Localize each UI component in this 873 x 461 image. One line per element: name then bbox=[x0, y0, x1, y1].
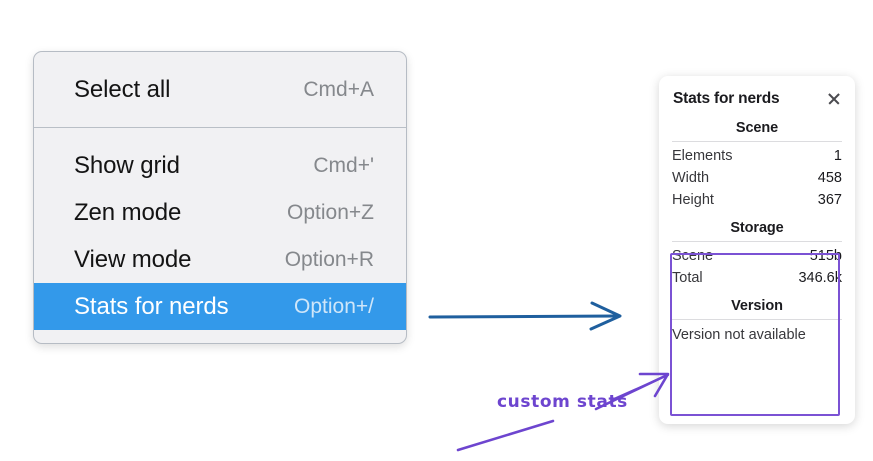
section-title-storage: Storage bbox=[730, 220, 784, 236]
stat-value: 458 bbox=[817, 170, 842, 186]
stat-value: 367 bbox=[817, 192, 842, 208]
menu-item-show-grid[interactable]: Show grid Cmd+' bbox=[34, 142, 406, 189]
menu-item-shortcut: Option+R bbox=[284, 247, 374, 271]
menu-item-shortcut: Option+Z bbox=[287, 200, 374, 224]
blue-arrow bbox=[428, 301, 622, 331]
menu-item-label: Stats for nerds bbox=[74, 292, 229, 320]
section-title-version: Version bbox=[731, 298, 783, 314]
stat-row-width: Width 458 bbox=[672, 167, 842, 189]
stats-for-nerds-panel: Stats for nerds Scene Elements 1 Width 4… bbox=[659, 76, 855, 424]
stat-key: Scene bbox=[672, 248, 714, 264]
section-title-scene: Scene bbox=[735, 120, 779, 136]
stat-value: 346.6k bbox=[798, 270, 842, 286]
annotation-label: custom stats bbox=[497, 392, 628, 412]
menu-item-select-all[interactable]: Select all Cmd+A bbox=[34, 66, 406, 113]
menu-item-label: Select all bbox=[74, 75, 171, 103]
menu-item-view-mode[interactable]: View mode Option+R bbox=[34, 236, 406, 283]
stat-row-height: Height 367 bbox=[672, 189, 842, 211]
menu-item-label: Zen mode bbox=[74, 198, 182, 226]
section-divider bbox=[672, 319, 842, 320]
stat-key: Height bbox=[672, 192, 714, 208]
stat-key: Width bbox=[672, 170, 710, 186]
stat-value: 1 bbox=[833, 148, 842, 164]
section-divider bbox=[672, 141, 842, 142]
purple-underline-stroke bbox=[456, 419, 555, 452]
menu-group-view: Show grid Cmd+' Zen mode Option+Z View m… bbox=[34, 128, 406, 343]
close-icon[interactable] bbox=[826, 91, 842, 107]
context-menu: Select all Cmd+A Show grid Cmd+' Zen mod… bbox=[33, 51, 407, 344]
stat-row-elements: Elements 1 bbox=[672, 145, 842, 167]
menu-item-shortcut: Option+/ bbox=[294, 294, 374, 318]
version-value: Version not available bbox=[672, 327, 806, 343]
menu-item-shortcut: Cmd+A bbox=[303, 77, 374, 101]
menu-item-stats-for-nerds[interactable]: Stats for nerds Option+/ bbox=[34, 283, 406, 330]
stat-key: Elements bbox=[672, 148, 733, 164]
menu-group-primary: Select all Cmd+A bbox=[34, 52, 406, 128]
stat-key: Total bbox=[672, 270, 703, 286]
menu-item-label: View mode bbox=[74, 245, 192, 273]
menu-item-zen-mode[interactable]: Zen mode Option+Z bbox=[34, 189, 406, 236]
menu-item-shortcut: Cmd+' bbox=[313, 153, 374, 177]
stats-panel-body: Scene Elements 1 Width 458 Height 367 St… bbox=[659, 116, 855, 346]
section-divider bbox=[672, 241, 842, 242]
stats-panel-header: Stats for nerds bbox=[659, 76, 855, 116]
stat-row-storage-scene: Scene 515b bbox=[672, 245, 842, 267]
stats-panel-title: Stats for nerds bbox=[673, 90, 780, 107]
stat-value: 515b bbox=[809, 248, 842, 264]
stat-row-storage-total: Total 346.6k bbox=[672, 267, 842, 289]
menu-item-label: Show grid bbox=[74, 151, 180, 179]
